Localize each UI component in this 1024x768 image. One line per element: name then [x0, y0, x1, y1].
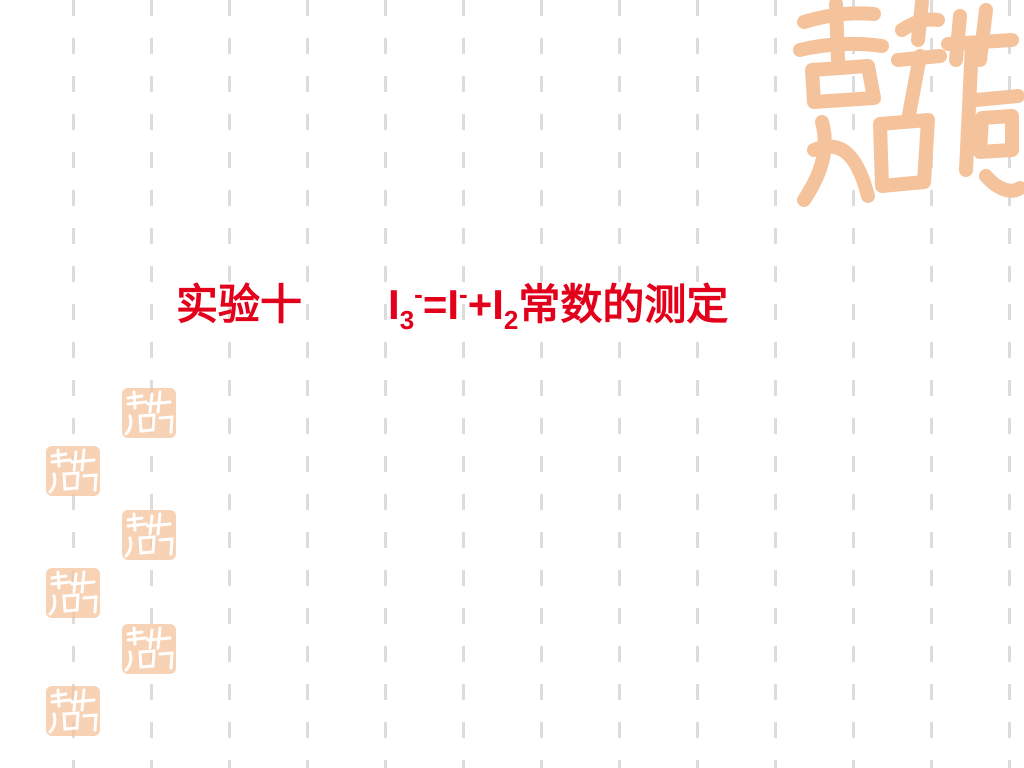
formula-i: I [447, 281, 460, 328]
small-calligraphy-seal [46, 446, 100, 496]
small-calligraphy-seal [122, 388, 176, 438]
small-calligraphy-seal [122, 624, 176, 674]
title-suffix: 常数的测定 [518, 280, 729, 329]
formula-i-superscript: - [459, 279, 468, 309]
small-calligraphy-seal [122, 510, 176, 560]
formula-plus: + [467, 281, 493, 328]
formula-i2-subscript: 2 [503, 305, 519, 335]
large-calligraphy-seal [793, 0, 1024, 207]
formula-equals: = [422, 281, 448, 328]
formula-i3-superscript: - [414, 279, 423, 309]
small-calligraphy-seal [46, 686, 100, 736]
formula-i3-subscript: 3 [399, 305, 415, 335]
small-calligraphy-seal [46, 568, 100, 618]
formula-i2: I [492, 281, 504, 328]
title-formula: I3-=I-+I2 [388, 279, 518, 333]
title-prefix: 实验十 [176, 280, 303, 329]
formula-i3: I [388, 281, 400, 328]
